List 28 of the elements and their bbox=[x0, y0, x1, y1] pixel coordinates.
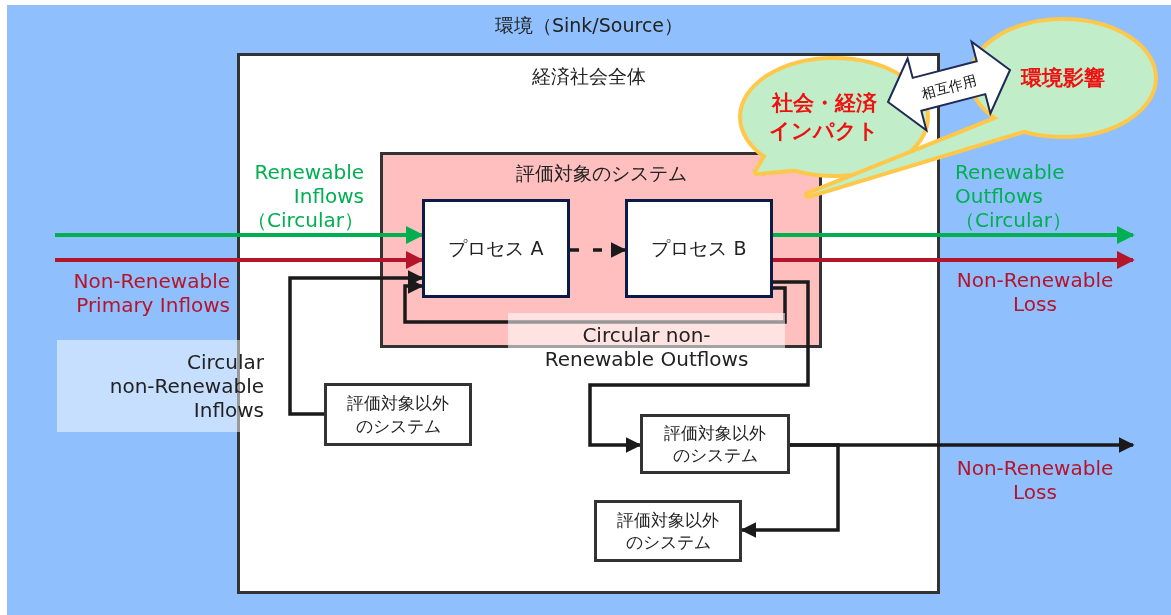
double-arrow bbox=[886, 39, 1012, 133]
edge-label: Non-Renewable Primary Inflows bbox=[72, 269, 230, 317]
external-system-box: 評価対象以外のシステム bbox=[324, 383, 472, 446]
edge-label: Renewable Outflows （Circular） bbox=[955, 160, 1073, 232]
process-box: プロセス B bbox=[625, 199, 773, 298]
arrow bbox=[288, 270, 424, 416]
arrow bbox=[773, 251, 1135, 269]
external-system-box: 評価対象以外のシステム bbox=[594, 500, 742, 562]
bubble-text: 環境影響 bbox=[1019, 65, 1106, 92]
edge-label: Non-Renewable Loss bbox=[955, 456, 1115, 504]
arrow bbox=[588, 280, 810, 453]
bubble-text: 社会・経済インパクト bbox=[769, 90, 879, 145]
region-title: 評価対象のシステム bbox=[515, 161, 687, 186]
environment-area bbox=[7, 5, 1171, 615]
process-box: プロセス A bbox=[422, 199, 570, 298]
arrow bbox=[55, 251, 424, 269]
region-title: 環境（Sink/Source） bbox=[494, 13, 683, 38]
edge-label: Renewable Inflows （Circular） bbox=[246, 160, 364, 232]
edge-label: Circular non-Renewable Inflows bbox=[57, 340, 264, 432]
arrow bbox=[740, 443, 840, 538]
arrow bbox=[773, 226, 1135, 244]
arrow bbox=[570, 242, 627, 258]
edge-label: Non-Renewable Loss bbox=[955, 268, 1115, 316]
arrow bbox=[55, 226, 424, 244]
external-system-box: 評価対象以外のシステム bbox=[640, 414, 790, 474]
system-box bbox=[380, 152, 822, 348]
edge-label: 相互作用 bbox=[918, 71, 980, 104]
region-title: 経済社会全体 bbox=[531, 64, 646, 89]
